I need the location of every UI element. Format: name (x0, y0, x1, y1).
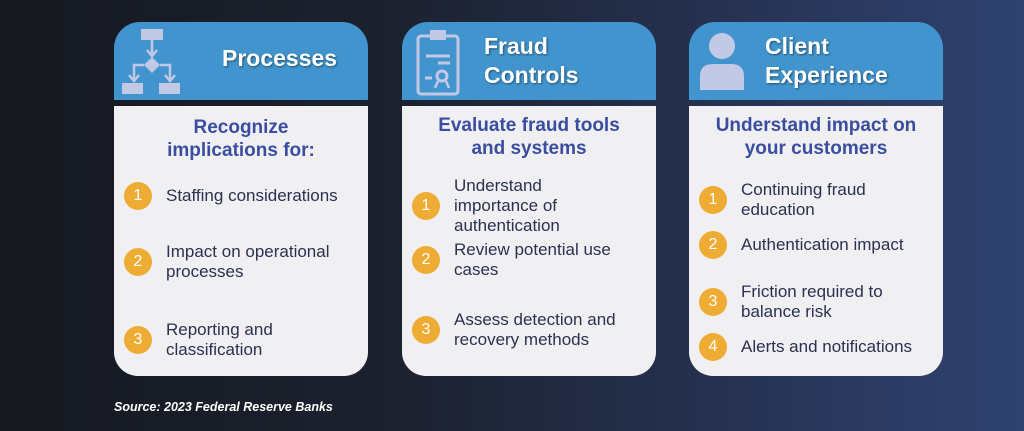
list-item: 1 Continuing fraud education (699, 180, 937, 220)
list-item: 4 Alerts and notifications (699, 333, 937, 361)
item-text: Alerts and notifications (741, 337, 913, 356)
flowchart-icon (122, 29, 180, 94)
client-experience-card: Client Experience Understand impact on y… (689, 22, 943, 376)
list-item: 3 Reporting and classification (124, 320, 362, 360)
list-item: 1 Understand importance of authentication (412, 176, 650, 236)
item-text: Impact on operational processes (166, 242, 330, 281)
card-header: Fraud Controls (402, 22, 656, 100)
card-title: Fraud Controls (484, 33, 579, 88)
item-text: Continuing fraud education (741, 180, 866, 219)
list-item: 3 Friction required to balance risk (699, 282, 937, 322)
item-text: Reporting and classification (166, 320, 273, 359)
item-text: Staffing considerations (166, 186, 338, 205)
number-badge: 3 (699, 288, 727, 316)
card-subtitle: Recognize implications for: (167, 117, 315, 161)
fraud-controls-card: Fraud Controls Evaluate fraud tools and … (402, 22, 656, 376)
list-item: 3 Assess detection and recovery methods (412, 310, 650, 350)
number-badge: 3 (412, 316, 440, 344)
number-badge: 1 (699, 186, 727, 214)
list-item: 2 Impact on operational processes (124, 242, 362, 282)
card-subtitle: Evaluate fraud tools and systems (438, 115, 620, 159)
card-subtitle: Understand impact on your customers (715, 115, 917, 159)
item-text: Review potential use cases (454, 240, 611, 279)
source-note: Source: 2023 Federal Reserve Banks (114, 400, 333, 414)
item-text: Assess detection and recovery methods (454, 310, 616, 349)
card-body: Recognize implications for: 1 Staffing co… (114, 106, 368, 376)
card-title: Client Experience (765, 33, 888, 88)
person-icon (700, 33, 744, 90)
certificate-clipboard-icon (416, 30, 460, 96)
list-item: 2 Authentication impact (699, 231, 937, 259)
list-item: 2 Review potential use cases (412, 240, 650, 280)
number-badge: 1 (124, 182, 152, 210)
card-header: Client Experience (689, 22, 943, 100)
number-badge: 4 (699, 333, 727, 361)
card-header: Processes (114, 22, 368, 100)
item-text: Understand importance of authentication (454, 176, 560, 235)
number-badge: 3 (124, 326, 152, 354)
number-badge: 1 (412, 192, 440, 220)
card-body: Understand impact on your customers 1 Con… (689, 106, 943, 376)
card-body: Evaluate fraud tools and systems 1 Unders… (402, 106, 656, 376)
card-title: Processes (222, 45, 338, 71)
number-badge: 2 (124, 248, 152, 276)
number-badge: 2 (412, 246, 440, 274)
item-text: Authentication impact (741, 235, 904, 254)
number-badge: 2 (699, 231, 727, 259)
item-text: Friction required to balance risk (741, 282, 883, 321)
list-item: 1 Staffing considerations (124, 182, 362, 210)
